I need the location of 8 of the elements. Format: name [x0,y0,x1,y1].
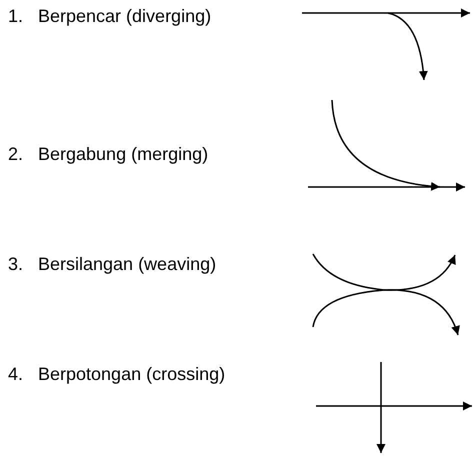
maneuver-label: Berpotongan (crossing) [38,364,226,384]
list-number: 2. [8,144,24,164]
maneuver-label: Bergabung (merging) [38,144,208,164]
maneuver-label: Berpencar (diverging) [38,6,212,26]
list-number: 3. [8,254,24,274]
list-number: 1. [8,6,24,26]
list-number: 4. [8,364,24,384]
maneuver-label: Bersilangan (weaving) [38,254,216,274]
